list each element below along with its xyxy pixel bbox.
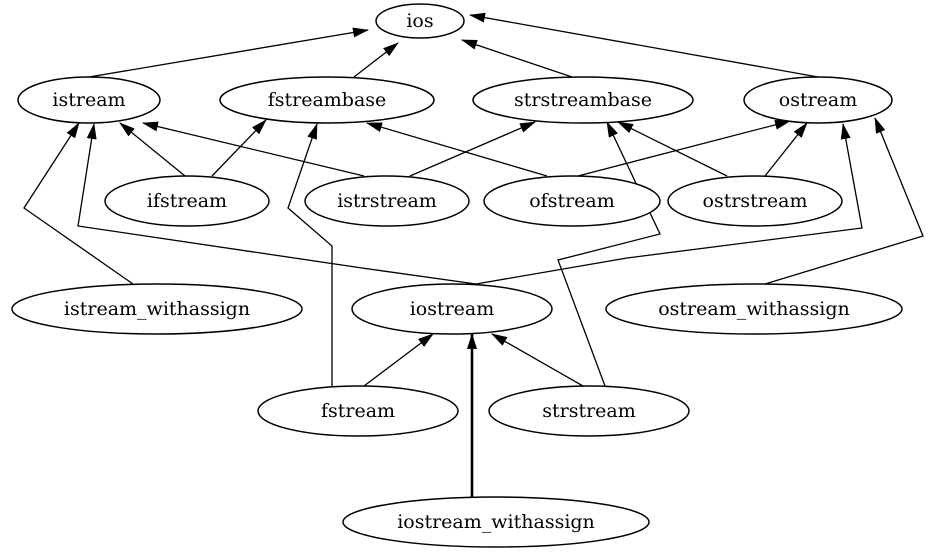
edge-ostrstream-to-ostream <box>764 122 808 177</box>
edge-fstream-to-fstreambase <box>287 123 333 386</box>
inheritance-arrow <box>23 122 134 285</box>
inheritance-arrow <box>409 121 536 177</box>
edge-iostream-to-ostream <box>475 123 863 285</box>
inheritance-arrow <box>491 333 584 387</box>
node-label: fstreambase <box>268 89 387 111</box>
edge-fstream-to-iostream <box>363 333 434 387</box>
inheritance-arrow <box>366 122 548 177</box>
node-shape <box>104 175 270 227</box>
inheritance-arrow <box>557 121 661 387</box>
node-shape <box>257 385 459 437</box>
node-ofstream: ofstream <box>483 175 661 227</box>
node-label: istrstream <box>337 190 437 212</box>
edge-ifstream-to-istream <box>119 122 186 177</box>
node-label: istream <box>52 89 125 111</box>
edge-ifstream-to-fstreambase <box>211 119 267 177</box>
inheritance-arrow <box>617 121 728 177</box>
edge-iostream-to-istream <box>77 123 477 285</box>
inheritance-arrow <box>764 117 924 285</box>
inheritance-arrow <box>119 122 186 177</box>
inheritance-arrow <box>77 123 477 285</box>
edge-istream_withassign-to-istream <box>23 122 134 285</box>
node-label: ifstream <box>147 190 227 212</box>
inheritance-arrow <box>142 121 365 177</box>
node-shape <box>351 283 553 335</box>
node-label: fstream <box>321 400 395 422</box>
inheritance-arrow <box>363 333 434 387</box>
edge-istream-to-ios <box>88 27 369 78</box>
node-ifstream: ifstream <box>104 175 270 227</box>
inheritance-arrow <box>475 123 863 285</box>
inheritance-arrow <box>577 119 791 177</box>
node-shape <box>342 496 650 548</box>
node-ostream-withassign: ostream_withassign <box>605 283 903 335</box>
edge-ostream_withassign-to-ostream <box>764 117 924 285</box>
node-istream: istream <box>17 76 161 124</box>
edge-ostream-to-ios <box>469 12 819 78</box>
node-label: ios <box>406 10 433 32</box>
node-iostream-withassign: iostream_withassign <box>342 496 650 548</box>
edge-ofstream-to-fstreambase <box>366 122 548 177</box>
node-istrstream: istrstream <box>304 175 470 227</box>
edge-ofstream-to-ostream <box>577 119 791 177</box>
inheritance-arrow <box>469 12 819 78</box>
node-label: istream_withassign <box>64 298 250 320</box>
node-shape <box>11 283 303 335</box>
inheritance-arrow <box>88 27 369 78</box>
node-shape <box>483 175 661 227</box>
inheritance-arrow <box>461 39 573 78</box>
node-shape <box>219 76 435 124</box>
node-shape <box>605 283 903 335</box>
node-label: iostream_withassign <box>397 511 595 533</box>
node-shape <box>304 175 470 227</box>
node-shape <box>488 385 690 437</box>
node-label: ostream_withassign <box>658 298 850 320</box>
node-label: strstream <box>542 400 636 422</box>
inheritance-arrow <box>353 42 399 78</box>
inheritance-arrow <box>211 119 267 177</box>
node-fstreambase: fstreambase <box>219 76 435 124</box>
node-shape <box>375 3 465 39</box>
node-ostream: ostream <box>743 76 893 124</box>
edge-istrstream-to-istream <box>142 121 365 177</box>
node-shape <box>17 76 161 124</box>
node-strstreambase: strstreambase <box>472 76 694 124</box>
edge-ostrstream-to-strstreambase <box>617 121 728 177</box>
node-label: strstreambase <box>514 89 652 111</box>
node-shape <box>667 175 843 227</box>
node-label: ofstream <box>529 190 615 212</box>
edge-fstreambase-to-ios <box>353 42 399 78</box>
node-iostream: iostream <box>351 283 553 335</box>
node-label: ostream <box>779 89 858 111</box>
inheritance-arrow <box>287 123 333 386</box>
edge-strstream-to-strstreambase <box>557 121 661 387</box>
inheritance-arrow <box>764 122 808 177</box>
node-istream-withassign: istream_withassign <box>11 283 303 335</box>
node-shape <box>743 76 893 124</box>
node-ios: ios <box>375 3 465 39</box>
node-strstream: strstream <box>488 385 690 437</box>
node-fstream: fstream <box>257 385 459 437</box>
node-label: iostream <box>410 298 495 320</box>
edge-istrstream-to-strstreambase <box>409 121 536 177</box>
node-ostrstream: ostrstream <box>667 175 843 227</box>
edge-strstream-to-iostream <box>491 333 584 387</box>
node-label: ostrstream <box>703 190 808 212</box>
edge-strstreambase-to-ios <box>461 39 573 78</box>
node-shape <box>472 76 694 124</box>
